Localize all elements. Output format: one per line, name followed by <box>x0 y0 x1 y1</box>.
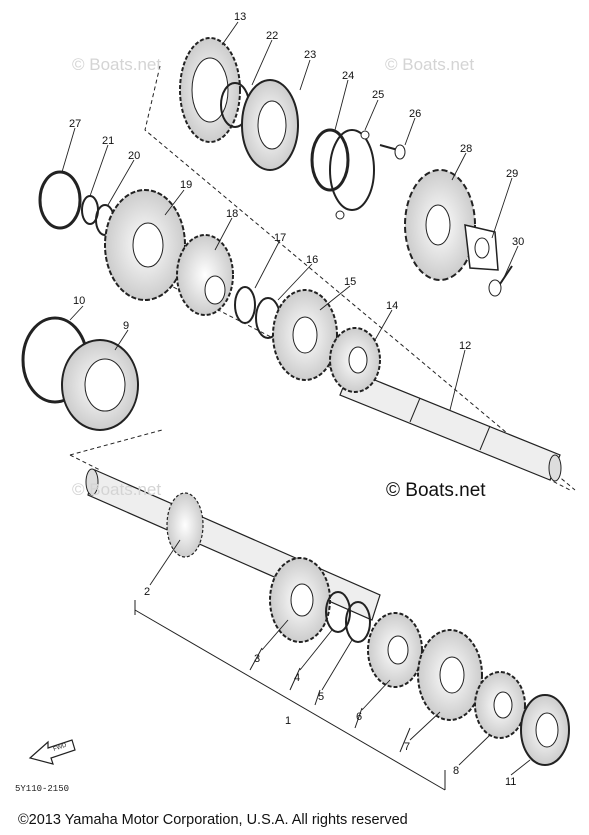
oil-seal-24 <box>310 128 350 192</box>
gear-7 <box>417 629 483 721</box>
part-label-15: 15 <box>344 276 356 288</box>
part-label-21: 21 <box>102 135 114 147</box>
fwd-arrow-icon: FWD <box>28 739 76 765</box>
gear-13 <box>179 37 241 143</box>
part-label-25: 25 <box>372 89 384 101</box>
part-label-29: 29 <box>506 168 518 180</box>
part-label-3: 3 <box>254 653 260 665</box>
part-label-27: 27 <box>69 118 81 130</box>
lock-washer-29 <box>464 224 499 271</box>
washer-4 <box>325 591 351 633</box>
part-label-8: 8 <box>453 765 459 777</box>
gear-14 <box>329 327 381 393</box>
gear-15 <box>272 289 338 381</box>
part-label-11: 11 <box>505 776 516 788</box>
part-label-18: 18 <box>226 208 238 220</box>
brand-watermark: © Boats.net <box>386 480 486 501</box>
watermark-top-right: © Boats.net <box>385 55 475 74</box>
circlip-5 <box>345 601 371 643</box>
bearing-23 <box>241 79 299 171</box>
bolt-30 <box>488 265 513 297</box>
part-label-22: 22 <box>266 30 278 42</box>
watermark-middle: © Boats.net <box>72 480 162 499</box>
gear-6 <box>367 612 423 688</box>
part-label-17: 17 <box>274 232 286 244</box>
part-label-14: 14 <box>386 300 398 312</box>
part-label-23: 23 <box>304 49 316 61</box>
part-label-6: 6 <box>356 711 362 723</box>
part-label-4: 4 <box>294 672 300 684</box>
watermark-top-left: © Boats.net <box>72 55 162 74</box>
retainer-plate-25 <box>329 129 375 220</box>
copyright-notice: ©2013 Yamaha Motor Corporation, U.S.A. A… <box>18 812 408 828</box>
part-label-13: 13 <box>234 11 246 23</box>
gear-3 <box>269 557 331 643</box>
part-label-2: 2 <box>144 586 150 598</box>
part-label-19: 19 <box>180 179 192 191</box>
part-label-12: 12 <box>459 340 471 352</box>
part-label-30: 30 <box>512 236 524 248</box>
bearing-11 <box>520 694 570 766</box>
part-number-labels: 13 22 23 24 25 26 27 21 20 19 18 17 16 1… <box>69 11 524 788</box>
part-label-9: 9 <box>123 320 129 332</box>
part-label-1: 1 <box>285 715 291 727</box>
sprocket-28 <box>404 169 476 281</box>
part-label-28: 28 <box>460 143 472 155</box>
leader-lines <box>61 21 531 776</box>
part-label-5: 5 <box>318 691 324 703</box>
bearing-9 <box>61 339 139 431</box>
fwd-label: FWD <box>53 742 69 753</box>
gear-8 <box>474 671 526 739</box>
part-label-7: 7 <box>404 741 410 753</box>
drive-axle-shaft <box>339 369 562 482</box>
oil-seal-27 <box>38 170 82 230</box>
bolt-26 <box>379 144 406 160</box>
washer-17 <box>234 286 256 324</box>
part-label-26: 26 <box>409 108 421 120</box>
gear-18 <box>176 234 234 316</box>
item-1-bracket <box>134 600 446 791</box>
diagram-code: 5Y110-2150 <box>15 784 70 794</box>
part-label-10: 10 <box>73 295 85 307</box>
part-label-16: 16 <box>306 254 318 266</box>
gear-19 <box>104 189 186 301</box>
part-label-24: 24 <box>342 70 354 82</box>
part-label-20: 20 <box>128 150 140 162</box>
